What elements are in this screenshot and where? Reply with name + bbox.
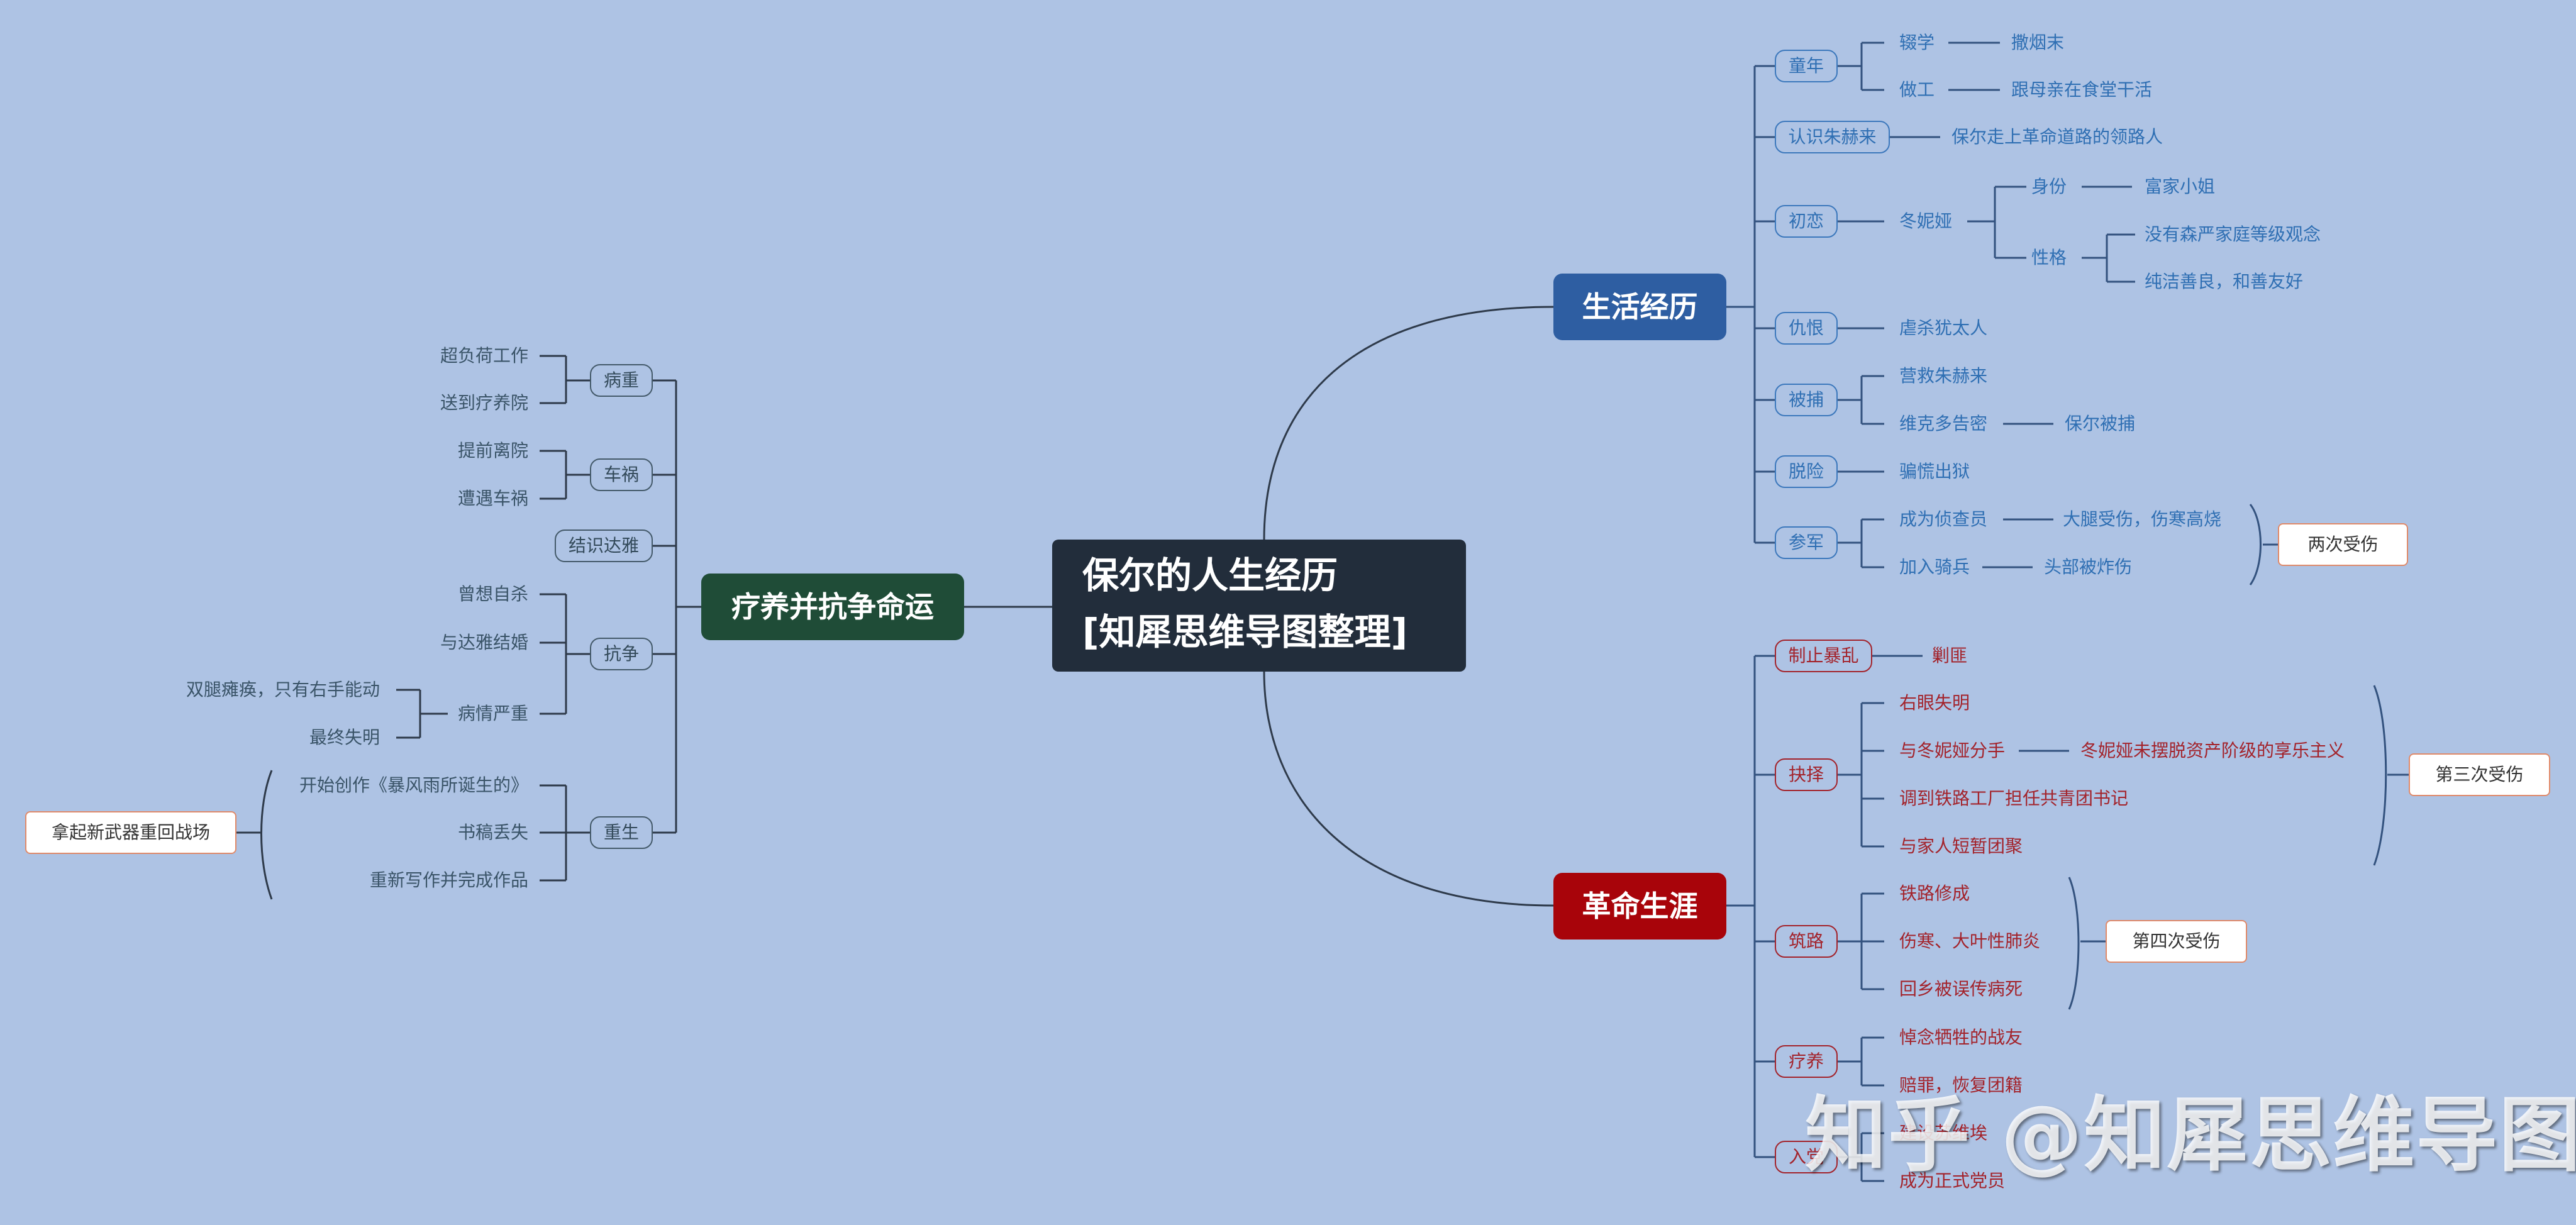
node-cavalry-detail[interactable]: 头部被炸伤 [2044,557,2133,577]
node-identity[interactable]: 身份 [2031,176,2067,197]
node-identity-detail[interactable]: 富家小姐 [2145,176,2216,197]
node-rebirth-item2[interactable]: 书稿丢失 [457,822,528,843]
node-struggle-item3-detail-1[interactable]: 双腿瘫痪，只有右手能动 [186,679,380,700]
node-meet-daya[interactable]: 结识达雅 [555,529,653,562]
node-stop-riot[interactable]: 制止暴乱 [1775,640,1872,672]
node-escape[interactable]: 脱险 [1775,455,1838,488]
node-railway-item3[interactable]: 回乡被误传病死 [1899,978,2023,999]
node-character[interactable]: 性格 [2031,247,2067,268]
node-recuperate[interactable]: 疗养 [1775,1045,1838,1078]
node-arrest-result[interactable]: 保尔被捕 [2065,413,2136,434]
center-title-line2: [知犀思维导图整理] [1082,611,1408,653]
node-railway[interactable]: 筑路 [1775,925,1838,958]
summary-new-weapon[interactable]: 拿起新武器重回战场 [25,811,236,854]
node-recuperate-item2[interactable]: 赔罪，恢复团籍 [1899,1075,2023,1095]
node-struggle[interactable]: 抗争 [590,638,653,670]
node-struggle-item3-detail-2[interactable]: 最终失明 [309,727,380,748]
node-accident-item2[interactable]: 遭遇车祸 [457,488,528,509]
node-recuperate-item1[interactable]: 悼念牺牲的战友 [1899,1027,2023,1048]
node-illness[interactable]: 病重 [590,364,653,397]
node-railway-item1[interactable]: 铁路修成 [1899,883,1970,904]
node-meet-zhuhelai[interactable]: 认识朱赫来 [1775,121,1890,153]
node-scout[interactable]: 成为侦查员 [1899,509,1988,529]
node-choice-item4[interactable]: 与家人短暂团聚 [1899,836,2023,856]
node-hatred[interactable]: 仇恨 [1775,312,1838,345]
node-scout-detail[interactable]: 大腿受伤，伤寒高烧 [2063,509,2222,529]
node-dropout-detail[interactable]: 撒烟末 [2011,32,2065,53]
node-hatred-detail[interactable]: 虐杀犹太人 [1899,318,1988,338]
node-dropout[interactable]: 辍学 [1899,32,1935,53]
branch-life[interactable]: 生活经历 [1553,274,1726,340]
node-accident-item1[interactable]: 提前离院 [457,440,528,461]
node-choice-item3[interactable]: 调到铁路工厂担任共青团书记 [1899,788,2129,809]
center-title-line1: 保尔的人生经历 [1082,554,1338,597]
node-struggle-item1[interactable]: 曾想自杀 [457,584,528,604]
node-choice-item1[interactable]: 右眼失明 [1899,692,1970,713]
node-railway-item2[interactable]: 伤寒、大叶性肺炎 [1899,931,2041,951]
node-tonya[interactable]: 冬妮娅 [1899,211,1953,231]
node-choice[interactable]: 抉择 [1775,758,1838,791]
node-character-detail-2[interactable]: 纯洁善良，和善友好 [2145,271,2304,292]
summary-fourth-injury[interactable]: 第四次受伤 [2106,920,2247,963]
node-join-party-item1[interactable]: 建设苏维埃 [1899,1122,1988,1143]
node-zhuhelai-detail[interactable]: 保尔走上革命道路的领路人 [1951,126,2163,147]
node-rebirth-item1[interactable]: 开始创作《暴风雨所诞生的》 [299,775,528,795]
node-illness-item2[interactable]: 送到疗养院 [440,392,528,413]
node-rebirth[interactable]: 重生 [590,816,653,849]
center-topic[interactable]: 保尔的人生经历 [知犀思维导图整理] [1052,540,1466,672]
node-work-detail[interactable]: 跟母亲在食堂干活 [2011,79,2153,100]
watermark: 知乎 @知犀思维导图 [1805,1087,2576,1183]
node-betray[interactable]: 维克多告密 [1899,413,1988,434]
node-struggle-item2[interactable]: 与达雅结婚 [440,632,528,653]
node-illness-item1[interactable]: 超负荷工作 [440,345,528,366]
node-character-detail-1[interactable]: 没有森严家庭等级观念 [2145,224,2321,245]
node-choice-item2[interactable]: 与冬妮娅分手 [1899,740,2006,761]
node-choice-item2-detail[interactable]: 冬妮娅未摆脱资产阶级的享乐主义 [2080,740,2345,761]
node-escape-detail[interactable]: 骗慌出狱 [1899,461,1970,482]
branch-revolution[interactable]: 革命生涯 [1553,873,1726,940]
node-work[interactable]: 做工 [1899,79,1935,100]
node-struggle-item3[interactable]: 病情严重 [457,703,528,724]
summary-third-injury[interactable]: 第三次受伤 [2409,753,2550,796]
node-accident[interactable]: 车祸 [590,458,653,491]
node-join-party[interactable]: 入党 [1775,1141,1838,1173]
node-cavalry[interactable]: 加入骑兵 [1899,557,1970,577]
node-army[interactable]: 参军 [1775,526,1838,559]
node-first-love[interactable]: 初恋 [1775,205,1838,238]
node-rebirth-item3[interactable]: 重新写作并完成作品 [369,870,528,890]
node-arrest[interactable]: 被捕 [1775,384,1838,416]
branch-recovery[interactable]: 疗养并抗争命运 [701,574,964,640]
node-rescue[interactable]: 营救朱赫来 [1899,365,1988,386]
node-riot-detail[interactable]: 剿匪 [1932,645,1968,666]
node-childhood[interactable]: 童年 [1775,50,1838,82]
summary-two-injuries[interactable]: 两次受伤 [2278,523,2408,566]
node-join-party-item2[interactable]: 成为正式党员 [1899,1170,2006,1191]
